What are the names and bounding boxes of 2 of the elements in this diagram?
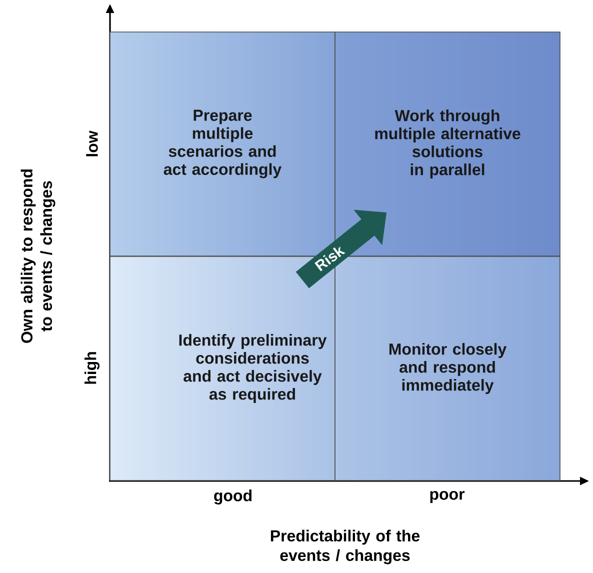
axis-label: Own ability to respond to events / changes [20,170,56,343]
axis-label: Predictability of the events / changes [270,530,420,564]
